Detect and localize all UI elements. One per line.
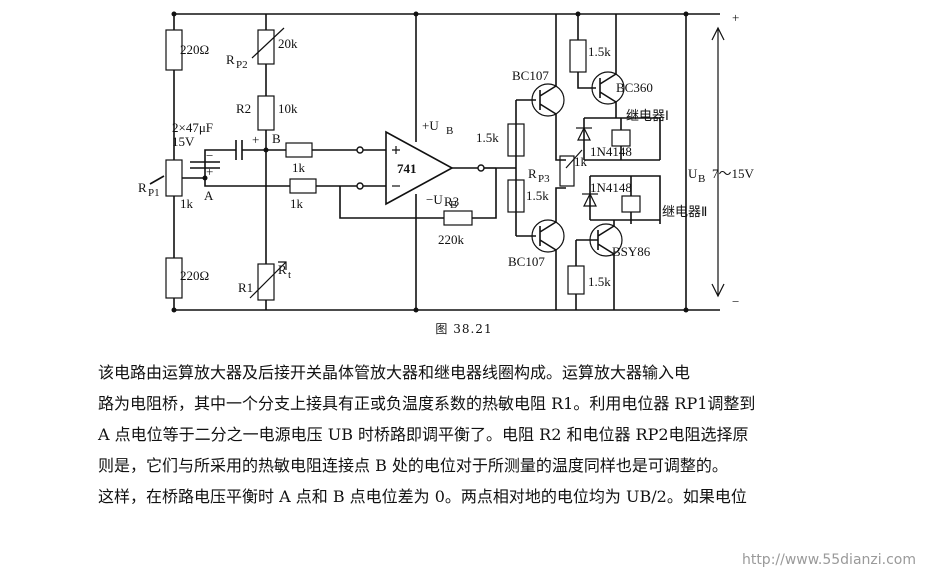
label-r1: R1 (238, 280, 253, 295)
resistor-1-5k-bottom (567, 265, 585, 295)
label-1-5k-mid2: 1.5k (526, 188, 549, 203)
relay-2-coil (621, 195, 641, 213)
resistor-1-5k-top (569, 39, 587, 73)
label-bsy86: BSY86 (612, 244, 651, 259)
label-opamp: 741 (397, 161, 417, 176)
label-capacitor-voltage: 15V (172, 134, 195, 149)
label-1-5k-top: 1.5k (588, 44, 611, 59)
label-r2: R2 (236, 101, 251, 116)
label-r2-value: 10k (278, 101, 298, 116)
transistor-bc107-bottom (531, 219, 565, 253)
resistor-1-5k-mid1 (507, 123, 525, 157)
label-rp2: R (226, 52, 235, 67)
paragraph-line: 该电路由运算放大器及后接开关晶体管放大器和继电器线圈构成。运算放大器输入电 (98, 363, 691, 382)
label-rt-sub: t (288, 269, 291, 281)
paragraph-line: 则是，它们与所采用的热敏电阻连接点 B 处的电位对于所测量的温度同样也是可调整的… (98, 456, 728, 475)
label-plus-ub: +U (422, 118, 439, 133)
label-supply-minus: − (732, 294, 739, 309)
label-rin1: 1k (292, 160, 306, 175)
label-rt: R (278, 262, 287, 277)
resistor-input-1k-a (289, 178, 317, 194)
opamp-741 (385, 130, 454, 206)
label-diode-bottom: 1N4148 (590, 180, 632, 195)
diode-1n4148-bottom (583, 192, 597, 207)
label-1-5k-mid1: 1.5k (476, 130, 499, 145)
resistor-1-5k-mid2 (507, 179, 525, 213)
label-supply-plus: + (732, 10, 739, 25)
label-rp3-sub: P3 (538, 173, 550, 185)
label-minus-ub: −U (426, 192, 443, 207)
paragraph-line: 这样，在桥路电压平衡时 A 点和 B 点电位差为 0。两点相对地的电位均为 UB… (98, 487, 747, 506)
label-cap-minus: − (206, 148, 213, 163)
label-r3: R3 (444, 194, 459, 209)
potentiometer-rp2 (257, 29, 275, 65)
label-220-top: 220Ω (180, 42, 209, 57)
label-capacitor: 2×47μF (172, 120, 213, 135)
label-rp2-sub: P2 (236, 59, 248, 71)
label-rp2-value: 20k (278, 36, 298, 51)
label-relay-2: 继电器Ⅱ (662, 204, 707, 219)
site-watermark: http://www.55dianzi.com (741, 552, 916, 568)
transistor-bc107-top (531, 83, 565, 117)
label-plus-ub-sub: B (446, 125, 453, 137)
label-supply-sub: B (698, 173, 705, 185)
resistor-input-1k-b (285, 142, 313, 158)
label-supply-range: 7～15V (712, 166, 755, 181)
label-r3-value: 220k (438, 232, 465, 247)
label-rp1: R (138, 180, 147, 195)
label-relay-1: 继电器Ⅰ (626, 108, 669, 123)
label-minus-ub-sub: B (450, 199, 457, 211)
label-supply: U (688, 166, 698, 181)
body-paragraph: 该电路由运算放大器及后接开关晶体管放大器和继电器线圈构成。运算放大器输入电 路为… (98, 357, 888, 512)
label-rp1-sub: P1 (148, 187, 160, 199)
label-220-bottom: 220Ω (180, 268, 209, 283)
label-cap-plus-2: + (206, 164, 213, 179)
label-rp3: R (528, 166, 537, 181)
label-rp1-value: 1k (180, 196, 194, 211)
resistor-r2 (257, 95, 275, 131)
label-1-5k-bottom: 1.5k (588, 274, 611, 289)
label-bc107-top: BC107 (512, 68, 549, 83)
label-rin2: 1k (290, 196, 304, 211)
label-diode-top: 1N4148 (590, 144, 632, 159)
potentiometer-rp1 (165, 159, 183, 197)
potentiometer-rp3 (559, 155, 575, 187)
transistor-bc360 (591, 71, 625, 105)
label-bc107-bottom: BC107 (508, 254, 545, 269)
circuit-schematic: 220Ω 220Ω R P1 1k 2×47μF 15V A B R P2 20… (138, 10, 755, 313)
label-bc360: BC360 (616, 80, 653, 95)
paragraph-line: A 点电位等于二分之一电源电压 UB 时桥路即调平衡了。电阻 R2 和电位器 R… (98, 425, 749, 444)
label-cap-plus: + (252, 132, 259, 147)
diode-1n4148-top (577, 126, 591, 141)
label-node-a: A (204, 188, 214, 203)
resistor-r3 (443, 210, 473, 226)
label-node-b: B (272, 131, 281, 146)
paragraph-line: 路为电阻桥，其中一个分支上接具有正或负温度系数的热敏电阻 R1。利用电位器 RP… (98, 394, 756, 413)
figure-caption: 图 38.21 (435, 322, 493, 336)
label-rp3-value: 1k (574, 154, 588, 169)
